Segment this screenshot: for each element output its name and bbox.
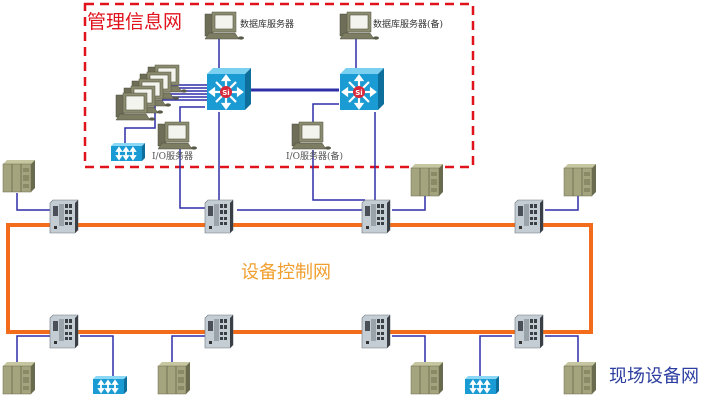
db-server-icon[interactable]	[204, 11, 245, 41]
management-links	[16, 39, 579, 376]
hub-icon[interactable]	[92, 375, 128, 395]
hub-icon[interactable]	[110, 142, 146, 162]
plc-icon[interactable]	[563, 361, 597, 395]
plc-icon[interactable]	[157, 361, 191, 395]
management-zone-border	[83, 2, 475, 169]
io-server-backup-icon[interactable]	[291, 121, 332, 151]
plc-icon[interactable]	[2, 159, 36, 193]
plc-icon[interactable]	[410, 361, 444, 395]
management-zone-label: 管理信息网	[87, 11, 183, 33]
core-switch-2-icon[interactable]	[338, 66, 386, 112]
io-server-icon[interactable]	[157, 121, 198, 151]
ring-switch-icon[interactable]	[361, 314, 391, 349]
control-ring-label: 设备控制网	[241, 262, 331, 283]
io-server-label: I/O服务器	[152, 152, 193, 162]
core-switch-1-icon[interactable]	[205, 66, 253, 112]
plc-icon[interactable]	[2, 361, 36, 395]
ring-switch-icon[interactable]	[204, 199, 234, 234]
ring-switch-icon[interactable]	[514, 199, 544, 234]
control-ring	[6, 223, 593, 334]
ring-switch-icon[interactable]	[49, 199, 79, 234]
db-server-backup-label: 数据库服务器(备)	[373, 20, 444, 30]
hub-icon[interactable]	[464, 375, 500, 395]
ring-switch-icon[interactable]	[204, 314, 234, 349]
db-server-label: 数据库服务器	[240, 20, 295, 30]
plc-icon[interactable]	[563, 163, 597, 197]
ring-switch-icon[interactable]	[49, 314, 79, 349]
field-zone-label: 现场设备网	[609, 366, 699, 387]
ring-switch-icon[interactable]	[514, 314, 544, 349]
io-server-backup-label: I/O服务器(备)	[286, 152, 343, 162]
ring-switch-icon[interactable]	[361, 199, 391, 234]
plc-icon[interactable]	[410, 163, 444, 197]
